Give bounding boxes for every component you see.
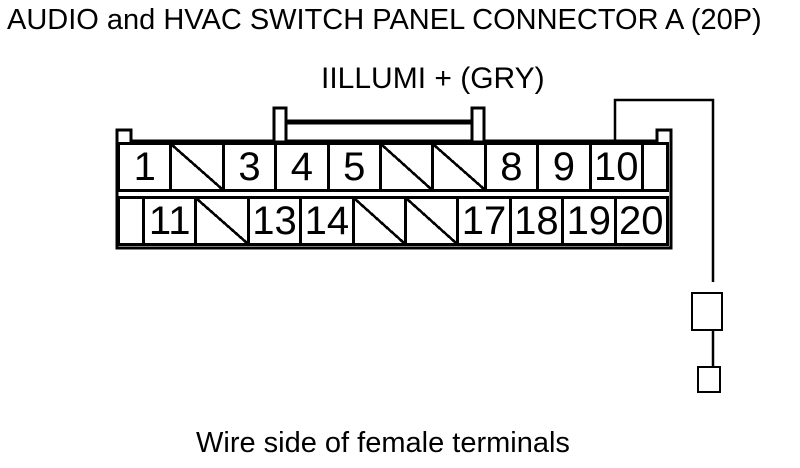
pin-cell-5: 5	[326, 142, 382, 192]
pin-cell-blocked-12	[194, 196, 250, 246]
pin-cell-19: 19	[561, 196, 617, 246]
pin-number: 11	[148, 199, 191, 243]
pin-number: 9	[552, 145, 575, 189]
pin-cell-8: 8	[483, 142, 540, 192]
view-caption: Wire side of female terminals	[196, 427, 570, 459]
pin-number: 20	[618, 199, 664, 243]
pin-number: 1	[133, 145, 156, 189]
pin-cell-9: 9	[536, 142, 592, 192]
pin-cell-14: 14	[299, 196, 355, 246]
pin-cell-13: 13	[246, 196, 303, 246]
pin-number: 13	[252, 199, 297, 243]
terminal-box-small	[697, 366, 721, 393]
pin-cell-blocked-7	[431, 142, 487, 192]
wire-lead-line	[613, 98, 715, 282]
pin-cell-17: 17	[456, 196, 512, 246]
pin-number: 14	[304, 199, 350, 243]
pin-cell-18: 18	[508, 196, 565, 246]
latch-left-post	[272, 106, 288, 144]
pin-number: 10	[593, 145, 639, 189]
wire-signal-label: IILLUMI + (GRY)	[321, 62, 545, 95]
pin-number: 19	[566, 199, 612, 243]
pin-number: 8	[500, 145, 523, 189]
pin-cell-3: 3	[221, 142, 278, 192]
pin-cell-blocked-6	[378, 142, 435, 192]
latch-right-post	[470, 106, 486, 144]
pin-number: 3	[238, 145, 261, 189]
filler-cell-top-right	[640, 142, 669, 192]
pin-cell-10: 10	[588, 142, 644, 192]
pin-cell-blocked-16	[403, 196, 460, 246]
terminal-box-large	[691, 292, 723, 331]
pin-row-top: 1 3 4 5 8 9 10	[117, 142, 669, 192]
pin-number: 4	[290, 145, 313, 189]
pin-cell-blocked-15	[351, 196, 407, 246]
pin-cell-20: 20	[613, 196, 669, 246]
pin-cell-1: 1	[117, 142, 173, 192]
pin-number: 17	[461, 199, 507, 243]
pin-number: 5	[343, 145, 366, 189]
pin-cell-11: 11	[142, 196, 198, 246]
pin-number: 18	[514, 199, 559, 243]
pin-cell-4: 4	[274, 142, 330, 192]
pin-row-bottom: 11 13 14 17 18 19 20	[117, 196, 669, 246]
diagram-title: AUDIO and HVAC SWITCH PANEL CONNECTOR A …	[7, 4, 762, 36]
filler-cell-bottom-left	[117, 196, 145, 246]
pin-cell-blocked-2	[169, 142, 225, 192]
